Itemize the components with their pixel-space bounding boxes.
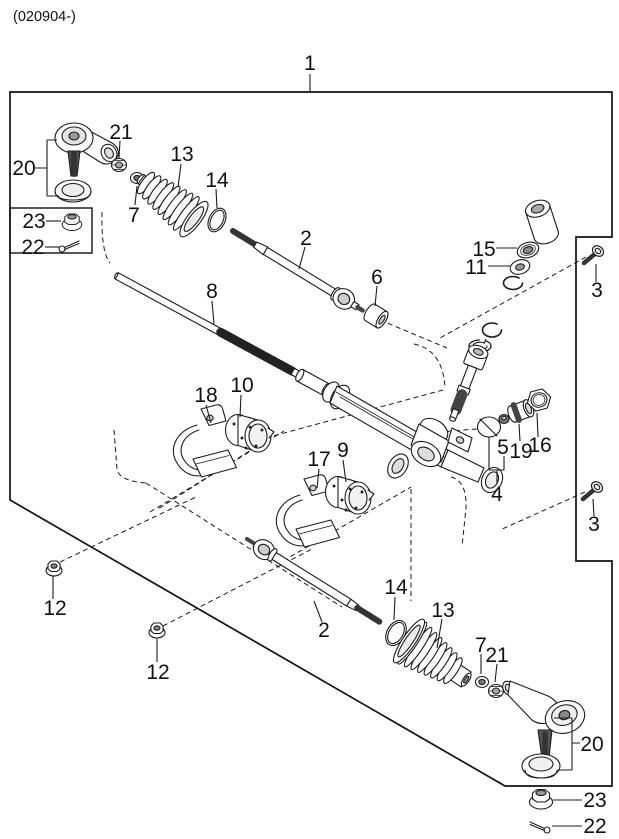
- inner-rod-top-drawing: [230, 228, 365, 313]
- callout-nut-left: 12: [43, 597, 66, 620]
- callout-cotter-pin-bottom: 22: [583, 815, 606, 838]
- yoke-nut-drawing: [498, 413, 510, 425]
- boot-clamp-top-drawing: [207, 207, 227, 233]
- tie-rod-end-bottom-drawing: [502, 680, 586, 779]
- callout-mount-washer-lower: 11: [465, 256, 487, 279]
- callout-lock-nut-top: 23: [22, 210, 45, 233]
- tie-rod-end-top-drawing: [54, 122, 119, 203]
- callout-tie-rod-end-bottom: 20: [580, 733, 603, 756]
- boot-top-drawing: [136, 171, 209, 238]
- cotter-pin-bottom-drawing: [529, 821, 551, 834]
- callout-cotter-pin-top: 22: [21, 236, 44, 259]
- callout-bracket-right: 17: [307, 448, 330, 471]
- yoke-drawing: [476, 416, 502, 438]
- mount-bushing-10-drawing: [224, 413, 275, 453]
- callout-lock-nut-bottom: 23: [583, 789, 606, 812]
- callout-tie-rod-end-top: 20: [12, 157, 35, 180]
- lock-nut-top-drawing: [61, 213, 83, 231]
- catalog-code-label: (020904-): [13, 9, 76, 25]
- mount-bushing-9-drawing: [324, 475, 375, 515]
- subbox-22-23: [9, 207, 93, 254]
- leader-lines: [35, 74, 597, 827]
- mount-nut-left-drawing: [45, 560, 63, 577]
- boot-bottom-drawing: [392, 618, 472, 688]
- mount-bolt-upper-drawing: [584, 243, 606, 263]
- callout-inner-rod-bottom: 2: [318, 619, 330, 642]
- callout-washer-bottom: 7: [475, 634, 487, 657]
- callout-bushing-right: 9: [337, 439, 349, 462]
- callout-bracket-left: 18: [194, 384, 217, 407]
- callout-bushing-left: 10: [230, 374, 253, 397]
- callout-plug: 19: [509, 440, 532, 463]
- cotter-pin-top-drawing: [58, 240, 80, 253]
- castle-nut-top-drawing: [110, 157, 128, 173]
- gear-housing-drawing: [322, 381, 504, 494]
- rack-bar-drawing: [114, 272, 331, 397]
- castle-nut-bottom-drawing: [487, 683, 505, 699]
- callout-yoke-nut: 5: [497, 436, 509, 459]
- callout-boot-bottom: 13: [431, 599, 454, 622]
- callout-assembly: 1: [304, 52, 316, 75]
- callout-clamp-top: 14: [205, 169, 229, 192]
- mount-bracket-18-drawing: [172, 404, 238, 478]
- callout-lock-nut-housing: 16: [528, 434, 551, 457]
- callout-nut-bottom: 21: [485, 644, 508, 667]
- bushing-6-drawing: [363, 303, 389, 329]
- callout-mount-washer-upper: 15: [472, 238, 495, 261]
- callout-bolt-lower: 3: [588, 513, 600, 536]
- callout-nut-right: 12: [146, 661, 169, 684]
- callout-bolt-upper: 3: [591, 279, 603, 302]
- inner-rod-bottom-drawing: [245, 537, 383, 625]
- callout-inner-rod-top: 2: [300, 227, 312, 250]
- callout-labels: 1 20 21 13 14 7 23 22 2 6 15 11 3 3 8 18…: [12, 52, 606, 838]
- diagram-border: [9, 91, 613, 787]
- pinion-shaft-drawing: [449, 344, 489, 422]
- lock-nut-bottom-drawing: [528, 788, 554, 810]
- callout-washer-top: 7: [128, 204, 140, 227]
- washer-bottom-drawing: [474, 675, 490, 689]
- callout-nut-top: 21: [109, 121, 132, 144]
- callout-boot-top: 13: [170, 143, 193, 166]
- callout-yoke-kit: 4: [491, 483, 503, 506]
- mount-bolt-lower-drawing: [583, 479, 605, 499]
- mount-bushing-stack-drawing: [468, 199, 560, 353]
- callout-clamp-bottom: 14: [384, 576, 408, 599]
- callout-rack-bar: 8: [206, 280, 218, 303]
- callout-bushing: 6: [371, 266, 383, 289]
- housing-lock-nut-drawing: [526, 388, 552, 412]
- mount-nut-right-drawing: [148, 622, 166, 639]
